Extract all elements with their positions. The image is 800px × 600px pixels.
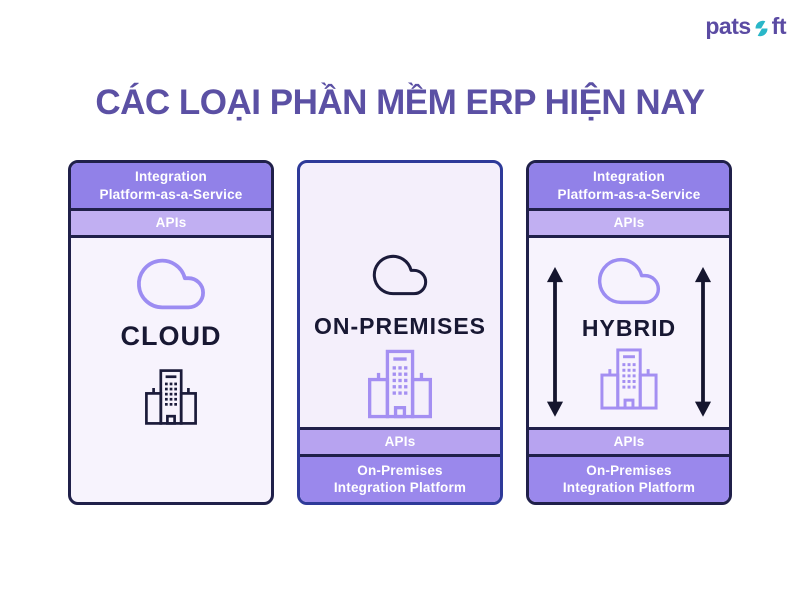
swoosh-icon bbox=[753, 18, 770, 37]
apis-bar: APIs bbox=[71, 211, 271, 238]
card-cloud: Integration Platform-as-a-Service APIs C… bbox=[68, 160, 274, 505]
card-label: CLOUD bbox=[120, 320, 222, 351]
brand-logo: pats ft bbox=[705, 15, 786, 38]
erp-types-diagram: Integration Platform-as-a-Service APIs C… bbox=[0, 160, 800, 505]
apis-bar: APIs bbox=[300, 427, 500, 454]
logo-text-post: ft bbox=[771, 13, 787, 39]
on-premises-platform-bar: On-Premises Integration Platform bbox=[529, 453, 729, 502]
page-title: CÁC LOẠI PHẦN MỀM ERP HIỆN NAY bbox=[95, 83, 705, 122]
logo-text-pre: pats bbox=[705, 13, 751, 39]
card-hybrid-body: HYBRID bbox=[529, 238, 729, 428]
cloud-icon bbox=[119, 249, 223, 319]
card-label: ON-PREMISES bbox=[313, 313, 487, 339]
building-icon bbox=[596, 347, 662, 411]
double-arrow-icon bbox=[543, 266, 567, 418]
card-on-premises-body: ON-PREMISES bbox=[300, 163, 500, 427]
ipaas-bar: Integration Platform-as-a-Service bbox=[71, 163, 271, 212]
card-on-premises: ON-PREMISES APIs On-Premises Integration… bbox=[297, 160, 503, 505]
building-icon bbox=[141, 368, 201, 426]
card-cloud-body: CLOUD bbox=[71, 238, 271, 502]
card-label: HYBRID bbox=[581, 314, 677, 341]
apis-bar: APIs bbox=[529, 427, 729, 454]
apis-bar: APIs bbox=[529, 211, 729, 238]
cloud-icon bbox=[581, 249, 677, 313]
on-premises-platform-bar: On-Premises Integration Platform bbox=[300, 453, 500, 502]
building-icon bbox=[363, 348, 437, 420]
cloud-icon bbox=[356, 247, 444, 303]
ipaas-bar: Integration Platform-as-a-Service bbox=[529, 163, 729, 212]
card-hybrid: Integration Platform-as-a-Service APIs H… bbox=[526, 160, 732, 505]
double-arrow-icon bbox=[691, 266, 715, 418]
